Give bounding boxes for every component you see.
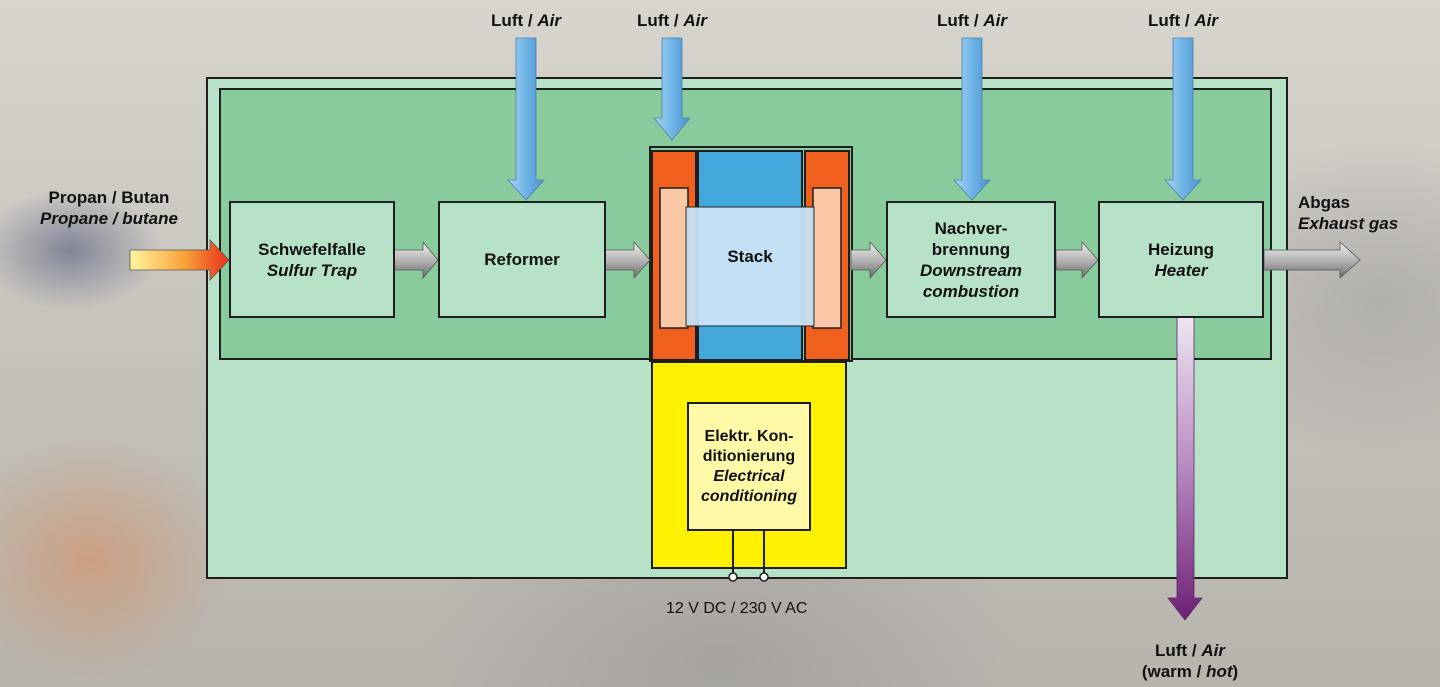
stack-label: Stack bbox=[727, 247, 773, 266]
air-label-de: Luft / bbox=[491, 11, 533, 30]
stack-assembly bbox=[649, 146, 853, 362]
hot-air-label-en: Air bbox=[1201, 641, 1225, 660]
air-label-en: Air bbox=[537, 11, 561, 30]
air-input-label-3: Luft / Air bbox=[912, 10, 1032, 31]
air-label-en: Air bbox=[983, 11, 1007, 30]
air-arrow bbox=[953, 37, 991, 201]
exhaust-label-de: Abgas bbox=[1298, 193, 1350, 212]
electrical-conditioning-label-de1: Elektr. Kon- bbox=[704, 427, 794, 445]
exhaust-label: Abgas Exhaust gas bbox=[1298, 192, 1398, 234]
flow-arrow bbox=[393, 240, 439, 280]
sulfur-trap-label-en: Sulfur Trap bbox=[266, 260, 358, 280]
air-label-en: Air bbox=[683, 11, 707, 30]
air-label-de: Luft / bbox=[637, 11, 679, 30]
downstream-combustion-label-en2: combustion bbox=[922, 281, 1020, 301]
air-label-de: Luft / bbox=[1148, 11, 1190, 30]
fuel-input-label: Propan / Butan Propane / butane bbox=[4, 187, 214, 229]
sulfur-trap-box: Schwefelfalle Sulfur Trap bbox=[229, 201, 395, 318]
air-input-label-1: Luft / Air bbox=[466, 10, 586, 31]
downstream-combustion-box: Nachver- brennung Downstream combustion bbox=[886, 201, 1056, 318]
exhaust-label-en: Exhaust gas bbox=[1298, 214, 1399, 233]
reformer-label: Reformer bbox=[484, 250, 560, 269]
air-label-de: Luft / bbox=[937, 11, 979, 30]
downstream-combustion-label-de2: brennung bbox=[931, 239, 1011, 259]
reformer-box: Reformer bbox=[438, 201, 606, 318]
electrical-conditioning-label-en1: Electrical bbox=[713, 467, 785, 485]
hot-air-temp-en: hot bbox=[1206, 662, 1233, 681]
flow-arrow bbox=[850, 240, 887, 280]
heater-label-en: Heater bbox=[1154, 260, 1208, 280]
electrical-conditioning-box: Elektr. Kon- ditionierung Electrical con… bbox=[687, 402, 811, 531]
air-label-en: Air bbox=[1194, 11, 1218, 30]
air-input-label-2: Luft / Air bbox=[612, 10, 732, 31]
air-arrow bbox=[653, 37, 691, 141]
heater-box: Heizung Heater bbox=[1098, 201, 1264, 318]
downstream-combustion-label-en1: Downstream bbox=[919, 260, 1023, 280]
fuel-label-en: Propane / butane bbox=[40, 209, 178, 228]
flow-arrow bbox=[1055, 240, 1099, 280]
heater-label-de: Heizung bbox=[1147, 239, 1215, 259]
hot-air-temp-close: ) bbox=[1232, 662, 1239, 681]
electrical-conditioning-label-en2: conditioning bbox=[701, 487, 797, 505]
hot-air-arrow bbox=[1167, 315, 1203, 621]
air-arrow bbox=[507, 37, 545, 201]
sulfur-trap-label-de: Schwefelfalle bbox=[258, 239, 366, 259]
hot-air-temp-open: (warm / bbox=[1141, 662, 1202, 681]
downstream-combustion-label-de1: Nachver- bbox=[934, 218, 1008, 238]
electrical-output-label: 12 V DC / 230 V AC bbox=[666, 600, 808, 617]
flow-arrow bbox=[604, 240, 651, 280]
fuel-arrow bbox=[129, 238, 230, 282]
electrical-conditioning-label-de2: ditionierung bbox=[702, 447, 796, 465]
air-arrow bbox=[1164, 37, 1202, 201]
air-input-label-4: Luft / Air bbox=[1123, 10, 1243, 31]
fuel-label-de: Propan / Butan bbox=[48, 188, 170, 207]
hot-air-label-de: Luft / bbox=[1155, 641, 1197, 660]
hot-air-output-label: Luft / Air (warm / hot) bbox=[1120, 640, 1260, 682]
exhaust-arrow bbox=[1263, 241, 1361, 279]
